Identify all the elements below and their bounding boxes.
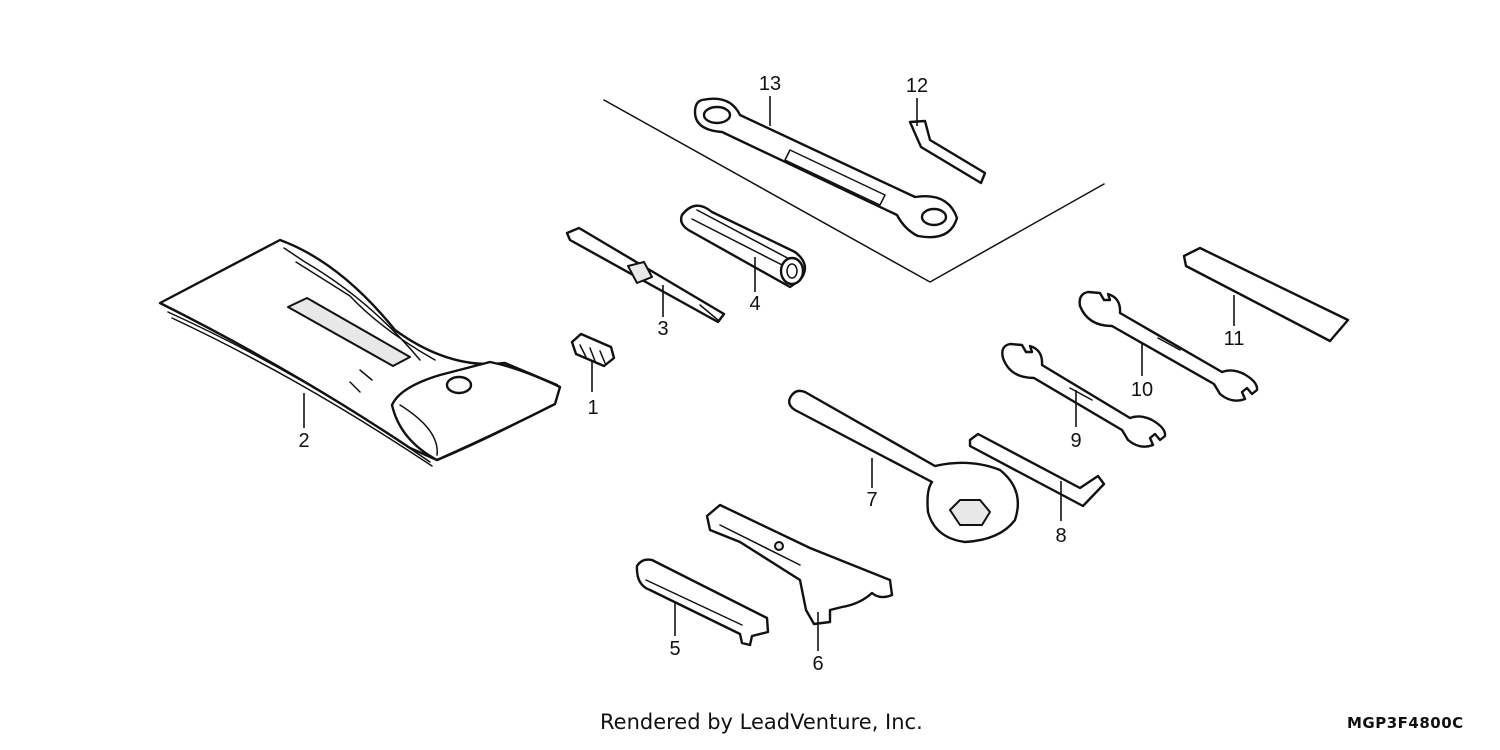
- callout-9: 9: [1070, 430, 1081, 452]
- pin-spanner-part[interactable]: [705, 503, 894, 626]
- callout-11: 11: [1224, 328, 1245, 350]
- callout-4: 4: [749, 293, 760, 315]
- callout-1: 1: [587, 397, 598, 419]
- screwdriver-bit-part[interactable]: [565, 226, 726, 324]
- box-end-wrench-part[interactable]: [693, 97, 959, 239]
- callout-12: 12: [906, 75, 928, 97]
- callout-3: 3: [657, 318, 668, 340]
- flat-blade-part[interactable]: [635, 558, 770, 647]
- leader-lines: [303, 96, 1235, 651]
- callout-5: 5: [669, 638, 680, 660]
- open-end-wrench-a-part[interactable]: [1001, 342, 1167, 448]
- screwdriver-handle-part[interactable]: [679, 204, 807, 289]
- callout-2: 2: [298, 430, 309, 452]
- diagram-code: MGP3F4800C: [1347, 714, 1464, 732]
- callout-7: 7: [866, 489, 877, 511]
- callout-13: 13: [759, 73, 781, 95]
- callout-10: 10: [1131, 379, 1153, 401]
- hex-key-small-part[interactable]: [908, 119, 987, 185]
- callout-6: 6: [812, 653, 823, 675]
- callout-8: 8: [1055, 525, 1066, 547]
- callout-labels: 1 2 3 4 5 6 7 8 9 10 11 12 13: [298, 73, 1244, 675]
- tool-bag-part[interactable]: [158, 238, 562, 467]
- open-end-wrench-b-part[interactable]: [1078, 290, 1259, 402]
- tray-outline: [603, 99, 1105, 283]
- spanner-wrench-part[interactable]: [787, 389, 1020, 544]
- flat-strip-part[interactable]: [1182, 246, 1350, 343]
- hex-key-large-part[interactable]: [968, 432, 1106, 508]
- rendered-by-credit: Rendered by LeadVenture, Inc.: [600, 710, 923, 734]
- link-clip-part[interactable]: [570, 332, 616, 368]
